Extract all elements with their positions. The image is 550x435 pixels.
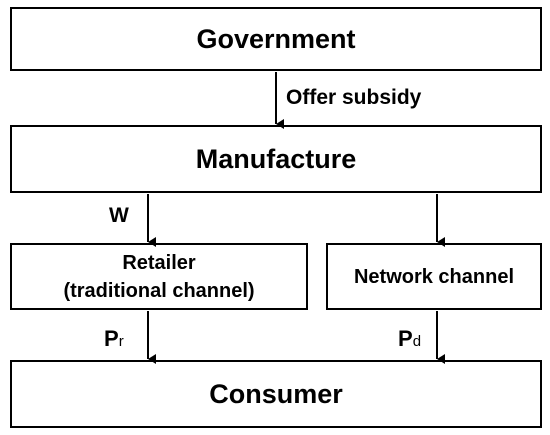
offer-subsidy-label: Offer subsidy	[286, 86, 422, 109]
consumer-label: Consumer	[209, 378, 343, 409]
retailer-label: Retailer	[122, 251, 196, 274]
manufacture-label: Manufacture	[195, 143, 357, 174]
retailer-sublabel: (traditional channel)	[63, 279, 255, 302]
retail-price-label: Pr	[104, 326, 124, 352]
network-channel-label: Network channel	[353, 265, 515, 288]
manufacture-node: Manufacture	[10, 125, 542, 193]
government-node: Government	[10, 7, 542, 71]
retail-price-symbol: P	[104, 326, 119, 351]
retail-price-subscript: r	[118, 333, 124, 350]
government-label: Government	[196, 23, 356, 54]
retailer-node: Retailer (traditional channel)	[10, 243, 308, 310]
direct-price-subscript: d	[412, 333, 422, 350]
wholesale-price-label: W	[109, 204, 129, 227]
direct-price-label: Pd	[398, 326, 421, 352]
direct-price-symbol: P	[398, 326, 413, 351]
network-channel-node: Network channel	[326, 243, 542, 310]
consumer-node: Consumer	[10, 360, 542, 428]
